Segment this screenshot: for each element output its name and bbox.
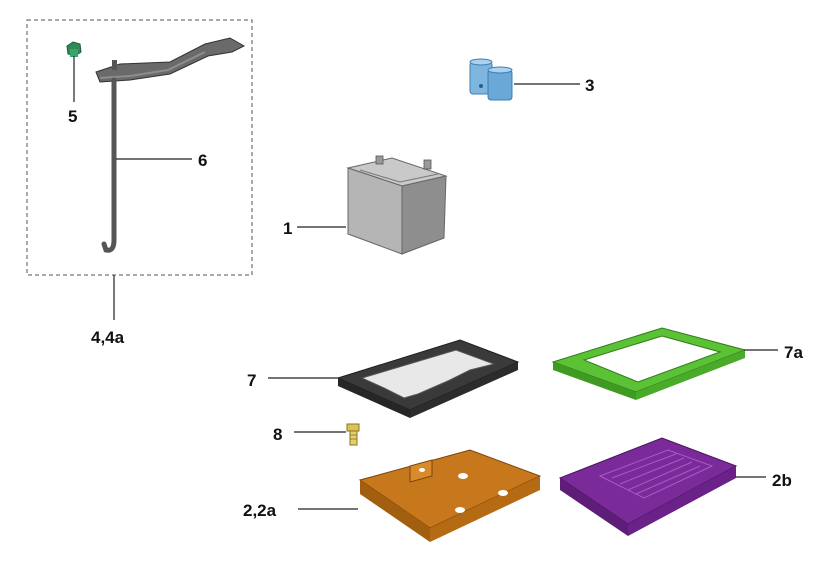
- terminal-caps-icon[interactable]: [469, 58, 513, 101]
- group-frame-4-4a: [26, 19, 253, 276]
- callout-5: 5: [68, 107, 77, 126]
- callout-8: 8: [273, 425, 282, 444]
- callout-2-2a: 2,2a: [243, 501, 277, 520]
- tray-purple-icon[interactable]: [558, 437, 738, 536]
- nut-icon[interactable]: [66, 41, 82, 57]
- pad-green-icon[interactable]: [551, 327, 747, 400]
- callout-4-4a: 4,4a: [91, 328, 125, 347]
- battery-icon[interactable]: [346, 155, 448, 255]
- pad-black-icon[interactable]: [336, 339, 520, 418]
- bolt-icon[interactable]: [346, 423, 360, 446]
- callout-2b: 2b: [772, 471, 792, 490]
- tray-orange-icon[interactable]: [358, 449, 542, 542]
- holder-clamp-icon[interactable]: [95, 37, 246, 253]
- callout-3: 3: [585, 76, 594, 95]
- callout-7: 7: [247, 371, 256, 390]
- callout-1: 1: [283, 219, 292, 238]
- callout-6: 6: [198, 151, 207, 170]
- callout-7a: 7a: [784, 343, 803, 362]
